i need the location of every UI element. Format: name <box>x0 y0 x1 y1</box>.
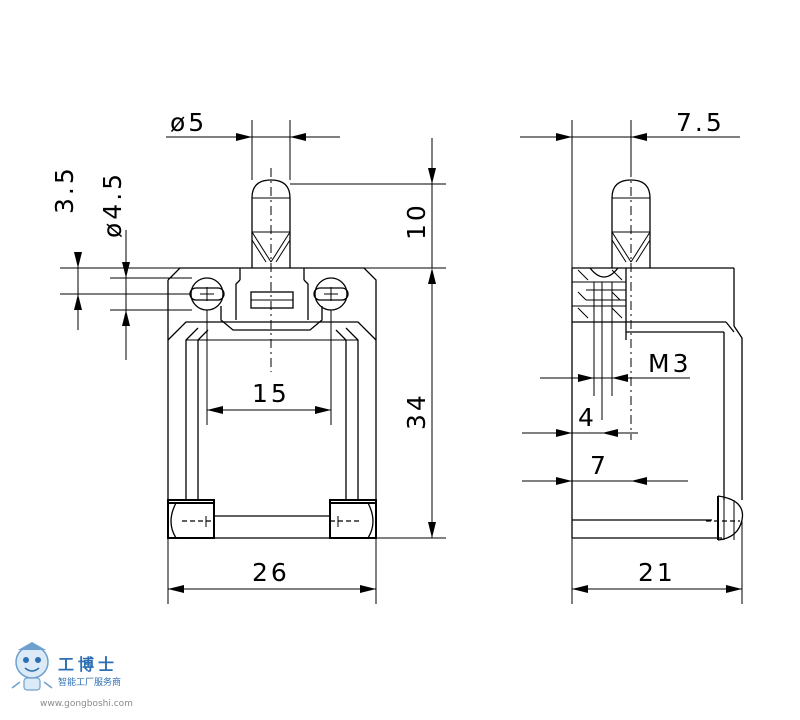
dim-thread-m3: M3 <box>648 349 691 378</box>
side-body <box>571 267 744 541</box>
front-frame <box>167 321 377 539</box>
dim-4: 4 <box>578 403 597 432</box>
mascot-icon <box>11 642 53 691</box>
side-plunger <box>611 179 651 268</box>
dim-diameter-4-5: ø4.5 <box>98 171 127 238</box>
dim-offset-7-5: 7.5 <box>676 108 725 137</box>
dim-width-21: 21 <box>638 558 676 587</box>
dim-3-5: 3.5 <box>50 165 79 214</box>
front-dimensions: ø5 10 34 3.5 ø4.5 15 <box>50 108 446 604</box>
dim-height-34: 34 <box>402 392 431 430</box>
logo-tagline: 智能工厂服务商 <box>58 676 121 688</box>
side-dimensions: 7.5 M3 4 7 21 <box>520 108 743 604</box>
front-plunger <box>251 179 291 268</box>
front-head <box>167 267 377 331</box>
dim-height-10: 10 <box>402 202 431 240</box>
logo-name: 工博士 <box>58 655 118 674</box>
front-view <box>167 168 377 539</box>
dim-width-26: 26 <box>252 558 290 587</box>
dim-diameter-5: ø5 <box>170 108 207 137</box>
gongboshi-logo: 工博士 智能工厂服务商 www.gongboshi.com <box>11 642 133 709</box>
dim-width-15: 15 <box>252 379 290 408</box>
dim-7: 7 <box>590 451 609 480</box>
logo-url: www.gongboshi.com <box>40 699 133 709</box>
side-view <box>571 168 744 541</box>
